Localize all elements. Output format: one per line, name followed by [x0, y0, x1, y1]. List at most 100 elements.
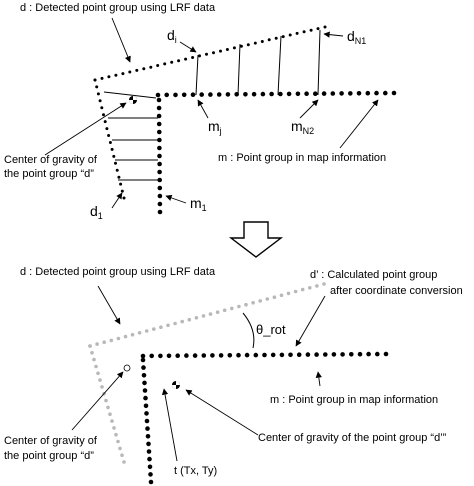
map-point-m-lower: [147, 456, 152, 462]
converted-point-d: [110, 419, 114, 423]
converted-point-d: [187, 317, 192, 322]
label-m-map-lower: m : Point group in map information: [270, 394, 438, 406]
detected-point-d: [184, 57, 188, 61]
converted-point-d: [100, 385, 104, 389]
down-arrow-icon: [228, 221, 284, 258]
map-point-m-lower: [305, 352, 311, 357]
detected-point-d: [114, 73, 118, 77]
map-point-group-m-lower: [140, 351, 389, 485]
map-point-m-lower: [357, 351, 363, 357]
leader-m1: [165, 194, 187, 204]
converted-point-d: [322, 282, 326, 286]
converted-point-d: [122, 460, 126, 464]
map-point-m: [321, 91, 327, 96]
map-point-m: [156, 105, 162, 111]
map-point-m-lower: [140, 357, 146, 363]
label-d1: d1: [90, 203, 103, 221]
label-dN1: dN1: [347, 28, 366, 46]
map-point-m-lower: [142, 388, 148, 393]
detected-point-d: [149, 65, 153, 69]
detected-point-d: [107, 75, 111, 79]
converted-point-d: [92, 357, 96, 362]
upper-panel: d : Detected point group using LRF data …: [4, 2, 397, 221]
map-point-m: [173, 92, 178, 98]
map-point-m: [251, 91, 257, 97]
map-point-m-lower: [288, 352, 293, 358]
converted-point-d: [98, 378, 102, 382]
converted-point-d: [94, 364, 98, 369]
map-point-m: [243, 92, 248, 97]
map-point-m-lower: [192, 353, 198, 358]
detected-point-group-d: [93, 25, 327, 200]
detected-point-d: [128, 70, 132, 74]
converted-point-d: [118, 446, 122, 451]
converted-point-d: [272, 295, 277, 300]
map-point-m: [295, 91, 301, 97]
converted-point-d: [102, 340, 106, 345]
leader-cog-d: [44, 102, 127, 156]
map-point-m-lower: [270, 352, 276, 358]
map-point-m: [269, 91, 274, 97]
map-point-m-lower: [201, 353, 207, 358]
map-point-m-lower: [148, 472, 153, 477]
map-point-m-lower: [236, 352, 241, 358]
map-point-m: [157, 161, 162, 167]
converted-point-d: [222, 308, 227, 313]
map-point-m-lower: [166, 353, 172, 359]
map-point-m-lower: [375, 351, 380, 357]
leader-cog-d-prime: [185, 389, 259, 436]
map-point-m: [164, 92, 169, 98]
converted-point-d: [95, 342, 99, 346]
detected-point-d: [246, 43, 250, 47]
map-point-m: [190, 92, 196, 97]
converted-point-d: [106, 405, 110, 410]
map-point-m-lower: [227, 353, 233, 358]
leader-m-map-lower: [315, 371, 322, 387]
map-point-m: [374, 90, 379, 96]
map-point-m-lower: [147, 464, 153, 470]
detected-point-d: [103, 120, 107, 124]
map-point-m-lower: [184, 353, 189, 358]
map-point-m-lower: [383, 351, 389, 357]
detected-point-d: [93, 78, 97, 82]
detected-point-d: [122, 196, 126, 200]
converted-point-d: [114, 432, 118, 437]
converted-point-d: [116, 336, 121, 341]
detected-point-d: [323, 25, 327, 29]
detected-point-d: [295, 31, 299, 35]
detected-point-d: [107, 134, 111, 137]
map-point-m-lower: [146, 441, 151, 447]
detected-point-d: [108, 141, 112, 144]
map-point-m-lower: [175, 353, 180, 359]
converted-point-d: [308, 286, 312, 290]
detected-point-d: [95, 85, 99, 89]
converted-point-d: [293, 289, 298, 294]
detected-point-d: [156, 64, 160, 67]
label-theta-rot: θ_rot: [256, 322, 286, 337]
detected-point-d: [100, 106, 104, 110]
detected-point-d: [225, 48, 229, 51]
detected-point-d: [212, 51, 215, 55]
converted-point-d: [315, 284, 319, 288]
leader-t: [161, 388, 178, 462]
map-point-m: [157, 209, 163, 215]
detected-point-d: [114, 161, 117, 165]
gravity-center-marker-d-lower: [123, 364, 131, 372]
converted-point-d: [144, 329, 149, 333]
label-mN2: mN2: [291, 118, 314, 136]
leader-d-detected-lower: [97, 285, 121, 325]
label-cog-d-line2: the point group “d”: [4, 168, 94, 180]
detected-point-d: [316, 27, 320, 31]
detected-point-d: [267, 38, 271, 42]
converted-point-d: [112, 426, 116, 430]
detected-point-d: [120, 189, 124, 193]
converted-point-d: [116, 439, 120, 444]
map-point-m-lower: [244, 352, 250, 358]
map-point-m: [208, 92, 213, 97]
detected-point-d: [302, 30, 306, 34]
map-point-m-lower: [262, 352, 267, 358]
map-point-m: [157, 153, 162, 159]
converted-point-d: [88, 344, 92, 348]
map-point-m: [365, 90, 371, 96]
detected-point-d: [102, 113, 105, 117]
